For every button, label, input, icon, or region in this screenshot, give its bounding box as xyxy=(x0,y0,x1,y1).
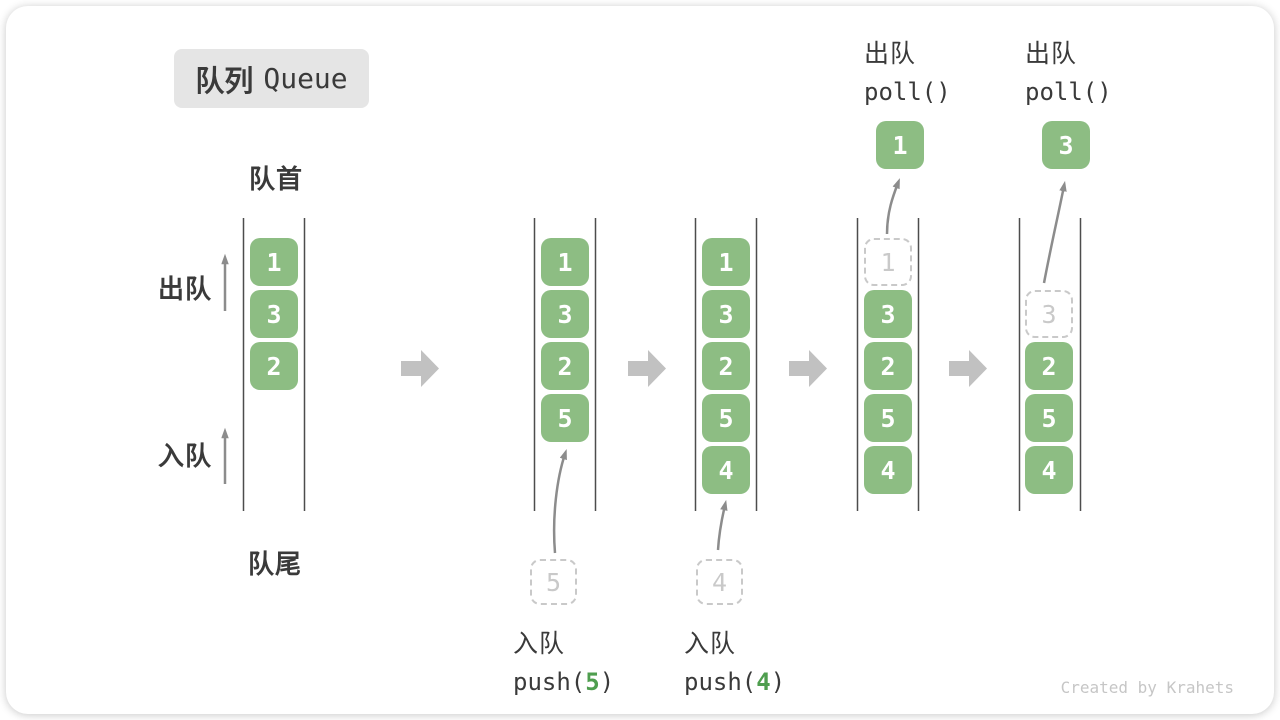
op-code-arg: 4 xyxy=(756,668,771,696)
ghost-item: 3 xyxy=(1025,290,1073,338)
diagram-artwork xyxy=(221,178,1082,554)
queue-item: 1 xyxy=(702,238,750,286)
queue-item: 5 xyxy=(541,394,589,442)
queue-item: 2 xyxy=(541,342,589,390)
title-badge: 队列 Queue xyxy=(174,49,369,108)
label-dequeue: 出队 xyxy=(158,274,213,304)
label-enqueue: 入队 xyxy=(158,441,213,471)
title-en: Queue xyxy=(263,62,348,95)
pending-item: 4 xyxy=(696,559,743,605)
op-code-label: push(4) xyxy=(684,668,785,696)
queue-item: 2 xyxy=(864,342,912,390)
op-zh-label: 出队 xyxy=(1025,40,1078,68)
queue-item: 2 xyxy=(250,342,298,390)
queue-item: 5 xyxy=(864,394,912,442)
queue-item: 1 xyxy=(541,238,589,286)
queue-item: 4 xyxy=(1025,446,1073,494)
queue-item: 1 xyxy=(250,238,298,286)
queue-item: 3 xyxy=(702,290,750,338)
label-queue-front: 队首 xyxy=(249,164,304,194)
queue-item: 4 xyxy=(702,446,750,494)
op-code-label: poll() xyxy=(1025,78,1112,106)
op-code-label: push(5) xyxy=(513,668,614,696)
op-enqueue-push5: 入队 push(5) xyxy=(513,624,614,696)
queue-item: 2 xyxy=(1025,342,1073,390)
poll3-arrow xyxy=(1042,180,1067,284)
op-code-post: ) xyxy=(599,668,615,696)
diagram-panel: 队列 Queue 队首 队尾 出队 入队 1 3 2 1 3 2 5 5 入队 … xyxy=(6,6,1274,714)
op-code-pre: push( xyxy=(684,668,757,696)
op-dequeue-poll3: 出队 poll() xyxy=(1025,34,1112,106)
queue-item: 5 xyxy=(702,394,750,442)
queue-walls xyxy=(242,218,1082,511)
queue-item: 3 xyxy=(541,290,589,338)
op-zh-label: 入队 xyxy=(513,630,566,658)
op-zh-label: 出队 xyxy=(864,40,917,68)
op-enqueue-push4: 入队 push(4) xyxy=(684,624,785,696)
queue-item: 3 xyxy=(250,290,298,338)
polled-item: 1 xyxy=(876,121,924,169)
queue-item: 2 xyxy=(702,342,750,390)
op-dequeue-poll1: 出队 poll() xyxy=(864,34,951,106)
queue-item: 3 xyxy=(864,290,912,338)
push5-arrow xyxy=(552,449,567,554)
watermark: Created by Krahets xyxy=(1060,678,1234,697)
op-code-post: ) xyxy=(770,668,786,696)
push4-arrow xyxy=(716,499,728,551)
op-code-arg: 5 xyxy=(585,668,600,696)
op-code-pre: push( xyxy=(513,668,586,696)
pending-item: 5 xyxy=(530,559,577,605)
flow-arrows xyxy=(221,178,1067,554)
poll1-arrow xyxy=(885,178,900,235)
op-code-label: poll() xyxy=(864,78,951,106)
polled-item: 3 xyxy=(1042,121,1090,169)
title-zh: 队列 xyxy=(195,65,254,98)
label-queue-rear: 队尾 xyxy=(248,549,303,579)
op-zh-label: 入队 xyxy=(684,630,737,658)
queue-item: 4 xyxy=(864,446,912,494)
ghost-item: 1 xyxy=(864,238,912,286)
step-arrow-icon xyxy=(401,350,987,387)
queue-item: 5 xyxy=(1025,394,1073,442)
